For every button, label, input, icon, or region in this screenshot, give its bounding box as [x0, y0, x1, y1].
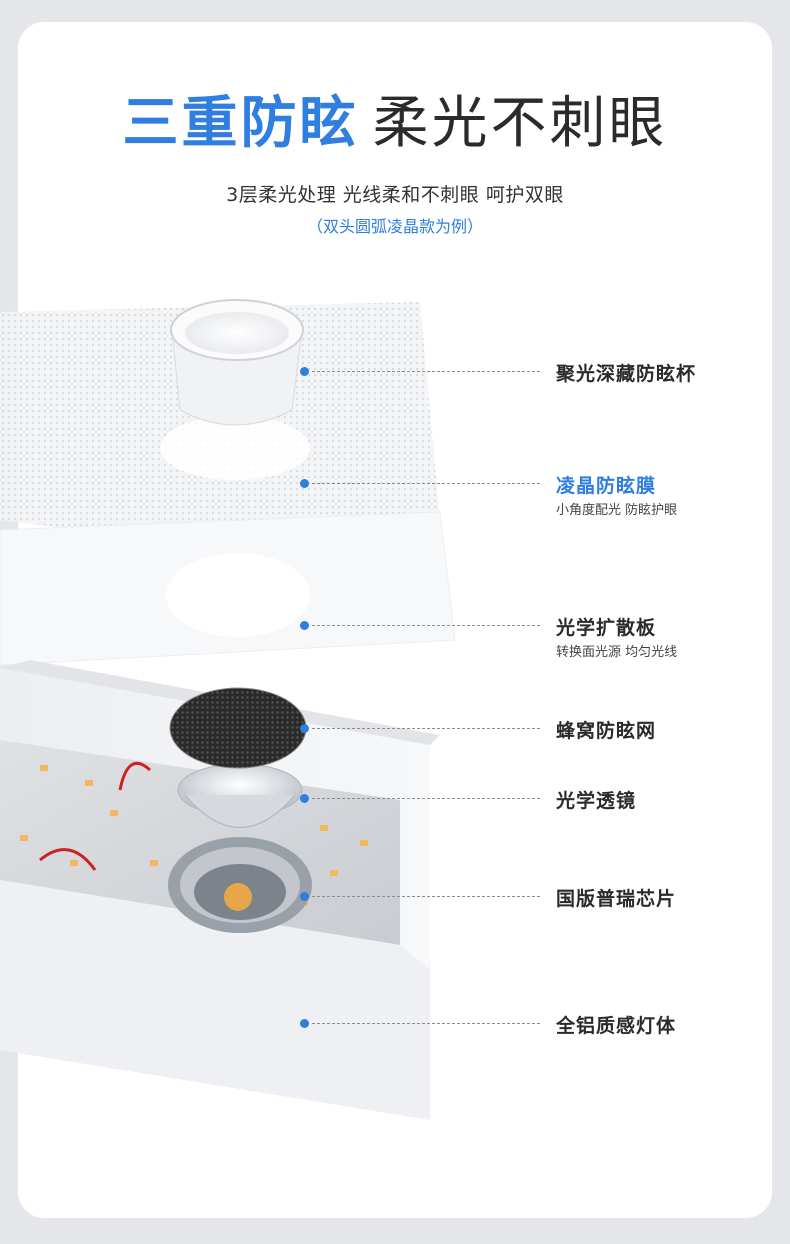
callout-line	[312, 483, 540, 484]
callout-dot	[300, 1019, 309, 1028]
callout-dot	[300, 479, 309, 488]
optical-lens	[177, 763, 303, 828]
title-rest: 柔光不刺眼	[372, 91, 668, 156]
title-highlight: 三重防眩	[122, 91, 359, 156]
callout-dot	[300, 724, 309, 733]
callout-honeycomb: 蜂窝防眩网	[300, 710, 720, 750]
callout-cup: 聚光深藏防眩杯	[300, 353, 720, 393]
example-note: （双头圆弧凌晶款为例）	[306, 217, 483, 236]
anti-glare-cup	[170, 299, 304, 426]
callout-diffuser: 光学扩散板 转换面光源 均匀光线	[300, 607, 720, 660]
callout-line	[312, 896, 540, 897]
callout-sub: 小角度配光 防眩护眼	[556, 503, 678, 518]
callout-dot	[300, 892, 309, 901]
honeycomb-mesh	[169, 687, 307, 769]
callout-chip: 国版普瑞芯片	[300, 878, 720, 918]
callout-label: 全铝质感灯体	[556, 1015, 677, 1037]
callout-label: 凌晶防眩膜	[556, 475, 657, 497]
callout-label: 国版普瑞芯片	[556, 888, 677, 910]
callout-line	[312, 1023, 540, 1024]
callout-label: 聚光深藏防眩杯	[556, 363, 697, 385]
callout-line	[312, 728, 540, 729]
callout-lens: 光学透镜	[300, 780, 720, 820]
callout-body: 全铝质感灯体	[300, 1005, 720, 1045]
callout-dot	[300, 621, 309, 630]
callout-label: 蜂窝防眩网	[556, 720, 657, 742]
callout-sub: 转换面光源 均匀光线	[556, 645, 678, 660]
callout-line	[312, 371, 540, 372]
callout-line	[312, 625, 540, 626]
callout-dot	[300, 367, 309, 376]
callout-line	[312, 798, 540, 799]
subtitle: 3层柔光处理 光线柔和不刺眼 呵护双眼	[226, 184, 564, 206]
callout-label: 光学扩散板	[556, 617, 657, 639]
page-title: 三重防眩柔光不刺眼	[0, 96, 790, 152]
callout-label: 光学透镜	[556, 790, 637, 812]
callout-film: 凌晶防眩膜 小角度配光 防眩护眼	[300, 465, 720, 518]
callout-dot	[300, 794, 309, 803]
